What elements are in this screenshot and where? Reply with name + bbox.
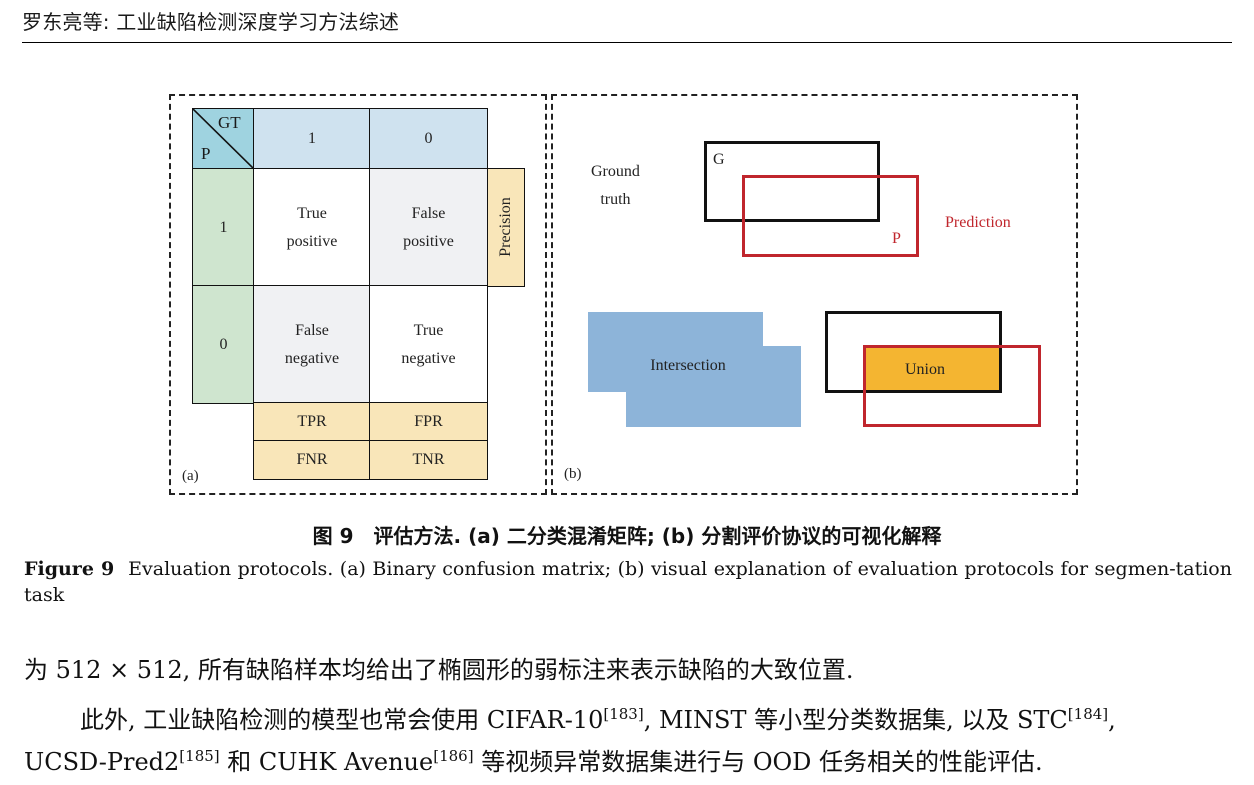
prediction-label: Prediction: [945, 214, 1011, 231]
prediction-box: [742, 175, 919, 257]
tnr-cell: TNR: [369, 440, 488, 480]
citation-184[interactable]: [184]: [1067, 705, 1109, 723]
tp-line-2: positive: [286, 232, 338, 250]
panel-a-label: (a): [182, 468, 199, 484]
fp-line-2: positive: [403, 232, 454, 250]
precision-label: Precision: [497, 197, 515, 257]
g-box-label: G: [713, 151, 725, 168]
ground-truth-label: Ground truth: [591, 158, 640, 214]
body-line-3-part-1: UCSD-Pred2: [24, 748, 180, 776]
tn-line-1: True: [413, 321, 444, 339]
body-line-3-part-3: 等视频异常数据集进行与 OOD 任务相关的性能评估.: [473, 748, 1043, 776]
body-line-2: 此外, 工业缺陷检测的模型也常会使用 CIFAR-10[183], MINST …: [24, 692, 1254, 742]
false-positive-cell: False positive: [369, 168, 488, 287]
corner-p-label: P: [201, 144, 211, 163]
ground-truth-line-1: Ground: [591, 163, 640, 180]
body-line-3: UCSD-Pred2[185] 和 CUHK Avenue[186] 等视频异常…: [24, 734, 1234, 784]
precision-cell: [487, 168, 525, 287]
corner-gt-label: GT: [218, 113, 241, 132]
figure-caption-chinese: 图 9 评估方法. (a) 二分类混淆矩阵; (b) 分割评价协议的可视化解释: [312, 524, 942, 548]
col-header-0: 0: [369, 108, 488, 170]
precision-label-wrap: Precision: [487, 168, 525, 286]
panel-b-label: (b): [564, 466, 582, 482]
corner-diagonal-line: [193, 109, 254, 169]
fnr-cell: FNR: [253, 440, 371, 480]
row-header-1: 1: [192, 168, 255, 287]
fn-line-1: False: [295, 321, 329, 339]
figure-caption-text: Evaluation protocols. (a) Binary confusi…: [24, 558, 1232, 606]
fp-line-1: False: [411, 204, 446, 222]
figure-number: Figure 9: [24, 558, 115, 580]
citation-185[interactable]: [185]: [179, 747, 220, 765]
body-line-2-part-1: 此外, 工业缺陷检测的模型也常会使用 CIFAR-10: [80, 706, 604, 734]
fpr-cell: FPR: [369, 402, 488, 442]
body-line-2-part-2: , MINST 等小型分类数据集, 以及 STC: [643, 706, 1068, 734]
citation-186[interactable]: [186]: [433, 747, 474, 765]
body-line-1: 为 512 × 512, 所有缺陷样本均给出了椭圆形的弱标注来表示缺陷的大致位置…: [24, 656, 854, 684]
false-negative-cell: False negative: [253, 285, 371, 404]
panel-b-frame: [551, 94, 1078, 495]
fn-line-2: negative: [284, 349, 340, 367]
union-label: Union: [905, 361, 945, 378]
citation-183[interactable]: [183]: [603, 705, 644, 723]
body-line-2-part-3: ,: [1108, 706, 1116, 734]
running-header: 罗东亮等: 工业缺陷检测深度学习方法综述: [22, 10, 400, 34]
true-negative-cell: True negative: [369, 285, 488, 404]
row-header-0: 0: [192, 285, 255, 404]
true-positive-cell: True positive: [253, 168, 371, 287]
tpr-cell: TPR: [253, 402, 371, 442]
p-box-label: P: [892, 230, 901, 247]
union-pred-box: [863, 345, 1041, 427]
header-rule: [22, 42, 1232, 43]
col-header-1: 1: [253, 108, 371, 170]
tn-line-2: negative: [401, 349, 456, 367]
tp-line-1: True: [297, 204, 327, 222]
intersection-label: Intersection: [650, 357, 726, 374]
body-line-3-part-2: 和 CUHK Avenue: [219, 748, 434, 776]
ground-truth-line-2: truth: [600, 191, 631, 208]
intersection-shape-lower: [626, 346, 801, 427]
union-fill: [865, 345, 1002, 392]
ground-truth-box: [704, 141, 880, 222]
union-gt-box: [825, 311, 1002, 393]
panel-a-frame: [169, 94, 547, 495]
